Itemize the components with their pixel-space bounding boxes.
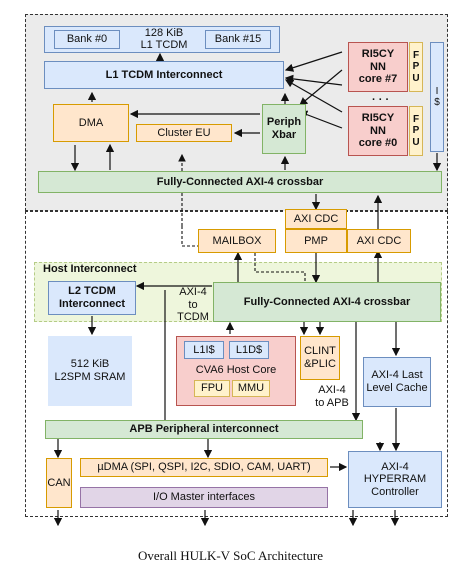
axi-to-apb-label: AXI-4 to APB xyxy=(315,384,349,409)
cluster-eu: Cluster EU xyxy=(136,124,232,142)
can-block: CAN xyxy=(46,458,72,508)
l1-tcdm-interconnect: L1 TCDM Interconnect xyxy=(44,61,284,89)
host-core-label: CVA6 Host Core xyxy=(195,364,277,376)
host-interconnect-label: Host Interconnect xyxy=(43,263,137,275)
l1i-cache: L1I$ xyxy=(184,341,224,359)
bank-last: Bank #15 xyxy=(205,30,271,49)
last-level-cache: AXI-4 Last Level Cache xyxy=(363,357,431,407)
host-fpu: FPU xyxy=(194,380,230,397)
dma-block: DMA xyxy=(53,104,129,142)
apb-interconnect: APB Peripheral interconnect xyxy=(45,420,363,439)
host-axi-crossbar: Fully-Connected AXI-4 crossbar xyxy=(213,282,441,322)
figure-caption: Overall HULK-V SoC Architecture xyxy=(138,548,323,563)
l1d-cache: L1D$ xyxy=(229,341,269,359)
axi-cdc-top: AXI CDC xyxy=(285,209,347,229)
periph-xbar: Periph Xbar xyxy=(262,104,306,154)
clint-plic: CLINT &PLIC xyxy=(300,336,340,380)
bank-first: Bank #0 xyxy=(54,30,120,49)
io-master-interfaces: I/O Master interfaces xyxy=(80,487,328,508)
soc-region xyxy=(25,211,448,517)
fpu-core-7: F P U xyxy=(409,42,423,92)
instruction-cache: I $ xyxy=(430,42,444,152)
l2spm-sram: 512 KiB L2SPM SRAM xyxy=(48,336,132,406)
axi-to-tcdm-label: AXI-4 to TCDM xyxy=(177,286,209,324)
tcdm-title: 128 KiB L1 TCDM xyxy=(140,27,188,52)
l2-tcdm-interconnect: L2 TCDM Interconnect xyxy=(48,281,136,315)
core-0: RI5CY NN core #0 xyxy=(348,106,408,156)
cluster-axi-crossbar: Fully-Connected AXI-4 crossbar xyxy=(38,171,442,193)
axi-cdc-right: AXI CDC xyxy=(347,229,411,253)
udma-block: µDMA (SPI, QSPI, I2C, SDIO, CAM, UART) xyxy=(80,458,328,477)
hyperram-controller: AXI-4 HYPERRAM Controller xyxy=(348,451,442,508)
core-7: RI5CY NN core #7 xyxy=(348,42,408,92)
pmp: PMP xyxy=(285,229,347,253)
mmu: MMU xyxy=(232,380,270,397)
fpu-core-0: F P U xyxy=(409,106,423,156)
core-ellipsis: · · · xyxy=(372,94,390,106)
mailbox: MAILBOX xyxy=(198,229,276,253)
